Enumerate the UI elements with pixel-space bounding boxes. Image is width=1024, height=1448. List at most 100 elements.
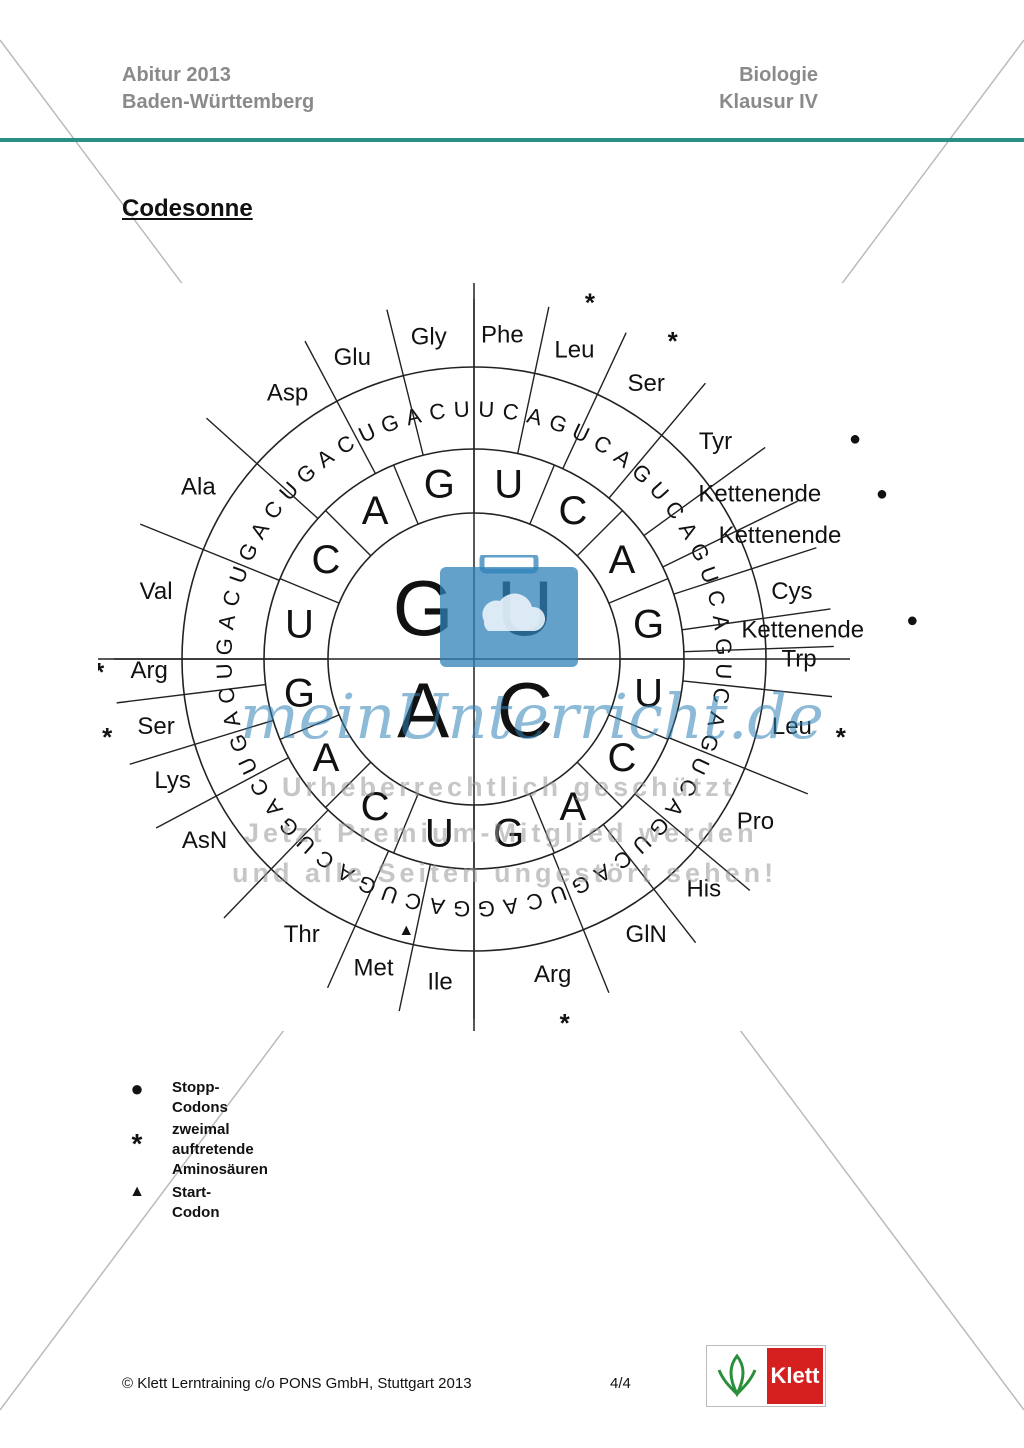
amino-acid-sector-divider	[673, 547, 817, 595]
third-base-letter: C	[217, 587, 245, 609]
amino-acid-label: His	[686, 875, 721, 902]
second-base-letter: G	[633, 602, 664, 646]
amino-acid-label: Ser	[628, 370, 665, 397]
second-base-letter: G	[284, 672, 315, 716]
third-base-letter: A	[213, 613, 240, 632]
legend-label-line: zweimal auftretende	[172, 1121, 254, 1158]
second-ring-divider	[529, 793, 556, 854]
third-base-letter: C	[402, 887, 424, 915]
klett-logo[interactable]: Klett	[706, 1345, 826, 1407]
second-base-letter: U	[634, 672, 663, 716]
third-base-letter: C	[501, 398, 520, 425]
second-base-letter: C	[558, 489, 587, 533]
second-base-letter: C	[608, 736, 637, 780]
header-subject: Biologie	[739, 64, 818, 86]
header-divider	[0, 138, 1024, 142]
amino-acid-sector-divider	[129, 719, 274, 765]
amino-acid-label: Ser	[137, 713, 174, 740]
amino-acid-label: AsN	[182, 827, 227, 854]
second-ring-divider	[279, 714, 340, 741]
second-base-letter: U	[425, 812, 454, 856]
second-ring-divider	[576, 761, 623, 808]
amino-acid-sector-divider	[326, 850, 390, 989]
third-base-letter: G	[211, 638, 237, 656]
header-right: Biologie Klausur IV	[719, 62, 818, 116]
second-base-letter: A	[609, 538, 636, 582]
amino-acid-sector-divider	[205, 417, 319, 520]
amino-acid-sector-divider	[682, 680, 833, 698]
second-ring-divider	[529, 464, 556, 525]
amino-acid-sector-divider	[681, 608, 831, 631]
legend-label-line: Aminosäuren	[172, 1161, 268, 1178]
third-base-letter: U	[547, 880, 570, 909]
amino-acid-label: Trp	[781, 646, 816, 673]
amino-acid-label: Thr	[284, 921, 320, 948]
legend-label-line: Start-Codon	[172, 1184, 220, 1221]
third-base-letter: U	[453, 396, 470, 422]
header-state: Baden-Württemberg	[122, 91, 315, 113]
amino-acid-label: Glu	[334, 344, 371, 371]
second-base-letter: G	[493, 812, 524, 856]
amino-acid-sector-divider	[223, 809, 329, 919]
asterisk-icon: *	[585, 287, 596, 317]
footer-copyright: © Klett Lerntraining c/o PONS GmbH, Stut…	[122, 1375, 472, 1392]
amino-acid-label: Val	[140, 578, 173, 605]
amino-acid-label: Pro	[737, 808, 774, 835]
stop-dot-icon: ●	[876, 483, 888, 505]
klett-logo-text: Klett	[767, 1348, 823, 1404]
amino-acid-label: Cys	[771, 578, 812, 605]
amino-acid-label: Phe	[481, 322, 524, 349]
amino-acid-sector-divider	[116, 683, 266, 704]
second-ring-divider	[392, 793, 419, 854]
stop-dot-icon: ●	[849, 428, 861, 450]
inner-base-letter: G	[393, 564, 454, 652]
page-title: Codesonne	[122, 195, 253, 222]
amino-acid-label: Leu	[554, 336, 594, 363]
third-base-letter: G	[711, 638, 737, 656]
stop-dot-icon: ●	[906, 610, 918, 632]
third-base-letter: A	[708, 613, 735, 632]
amino-acid-label: Kettenende	[719, 522, 842, 549]
third-base-letter: U	[211, 663, 237, 680]
third-base-letter: G	[453, 896, 471, 922]
amino-acid-sector-divider	[386, 309, 424, 456]
asterisk-icon: *	[102, 722, 113, 752]
amino-acid-label: Arg	[534, 961, 571, 988]
amino-acid-label: Ala	[181, 473, 216, 500]
asterisk-icon: *	[668, 326, 679, 356]
second-base-letter: U	[285, 602, 314, 646]
second-ring-divider	[325, 761, 372, 808]
third-base-letter: A	[703, 710, 731, 731]
amino-acid-sector-divider	[668, 737, 809, 795]
legend-label: Start-Codon	[172, 1183, 219, 1223]
third-base-letter: C	[702, 588, 730, 610]
triangle-icon: ▲	[129, 1183, 145, 1200]
second-ring-divider	[279, 577, 340, 604]
second-base-letter: A	[560, 785, 587, 829]
amino-acid-sector-divider	[608, 382, 706, 499]
amino-acid-label: Arg	[131, 657, 168, 684]
third-base-letter: A	[501, 893, 520, 920]
inner-base-letter: U	[497, 564, 553, 652]
amino-acid-sector-divider	[562, 332, 627, 469]
amino-acid-label: GlN	[626, 921, 667, 948]
third-base-letter: A	[428, 893, 447, 920]
amino-acid-sector-divider	[304, 340, 377, 474]
third-base-letter: C	[708, 686, 735, 705]
amino-acid-sector-divider	[552, 853, 610, 994]
amino-acid-label: Asp	[267, 379, 308, 406]
header-exam-number: Klausur IV	[719, 91, 818, 113]
amino-acid-sector-divider	[398, 864, 432, 1012]
asterisk-icon: *	[836, 722, 847, 752]
amino-acid-sector-divider	[602, 824, 697, 944]
third-base-letter: U	[224, 563, 253, 586]
third-base-letter: C	[428, 398, 447, 425]
amino-acid-label: Tyr	[699, 428, 732, 455]
amino-acid-sector-divider	[155, 756, 289, 829]
second-ring-divider	[576, 510, 623, 557]
amino-acid-sector-divider	[643, 446, 766, 537]
third-base-letter: A	[218, 709, 246, 730]
bullet-dot-icon: ●	[130, 1076, 144, 1101]
second-ring-divider	[325, 510, 372, 557]
